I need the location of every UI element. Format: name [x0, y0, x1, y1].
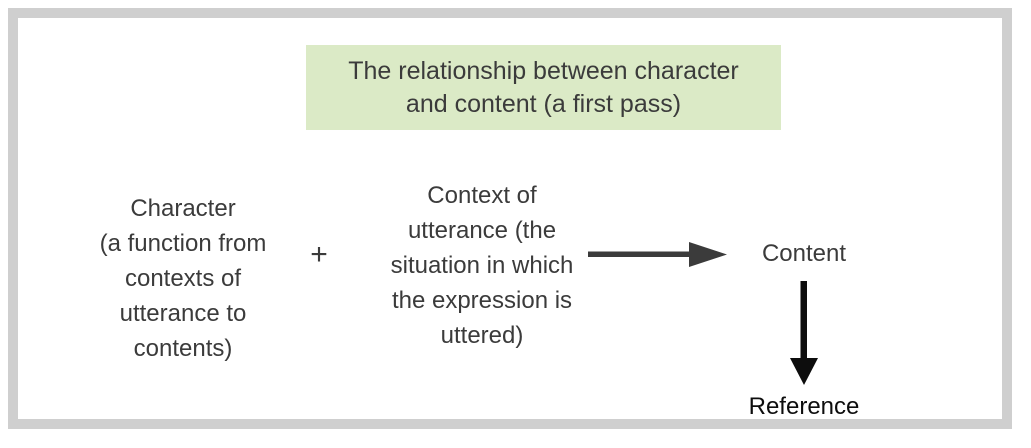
title-banner: The relationship between character and c…	[306, 45, 781, 130]
node-character: Character (a function from contexts of u…	[99, 195, 267, 362]
node-content: Content	[761, 240, 847, 267]
diagram-frame: The relationship between character and c…	[8, 8, 1012, 429]
page-title: The relationship between character and c…	[348, 56, 739, 118]
right-arrow-icon	[584, 234, 734, 276]
node-context-of-utterance: Context of utterance (the situation in w…	[390, 182, 574, 349]
plus-operator: +	[310, 238, 328, 271]
down-arrow-icon	[776, 278, 832, 390]
node-reference: Reference	[748, 393, 860, 420]
